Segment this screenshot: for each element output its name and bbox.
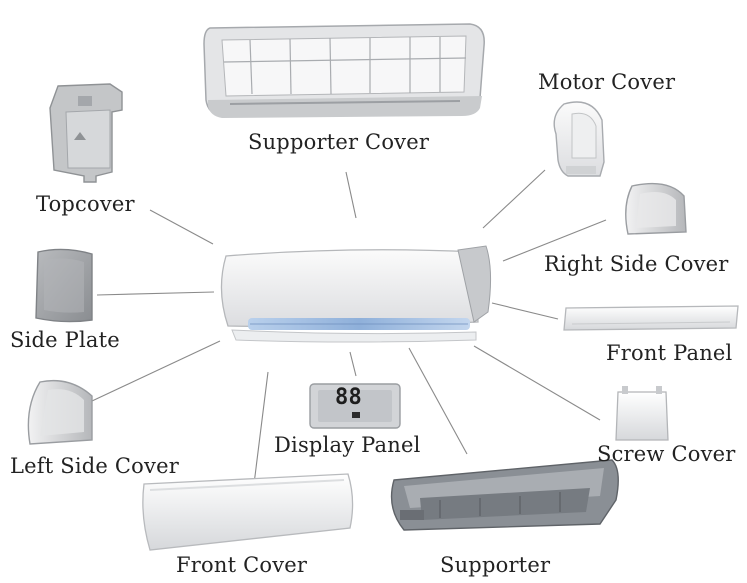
indoor-unit-assembly [220,245,492,343]
label-motor-cover: Motor Cover [538,70,676,94]
label-topcover: Topcover [36,192,135,216]
supporter-cover-part [203,23,485,118]
label-left-side-cover: Left Side Cover [10,454,179,478]
display-digits: 88 [335,385,362,410]
front-panel-part [563,305,739,331]
leader-line-display-panel [349,351,357,377]
leader-line-side-plate [96,291,215,296]
label-screw-cover: Screw Cover [597,442,736,466]
leader-line-motor-cover [482,169,546,229]
leader-line-supporter-cover [345,171,357,219]
motor-cover-part [553,101,605,177]
label-supporter-cover: Supporter Cover [248,130,430,154]
label-supporter: Supporter [440,553,551,577]
display-panel-part [309,383,401,429]
label-front-cover: Front Cover [176,553,308,577]
leader-line-front-panel [491,302,559,320]
leader-line-screw-cover [473,345,601,421]
supporter-part [390,459,619,531]
front-cover-part [142,473,354,551]
leader-line-supporter [408,347,468,455]
label-right-side-cover: Right Side Cover [544,252,729,276]
right-side-cover-part [625,182,687,235]
label-front-panel: Front Panel [606,341,733,365]
leader-line-right-side-cover [502,219,607,262]
label-display-panel: Display Panel [274,433,421,457]
leader-line-topcover [149,209,214,245]
topcover-part [49,83,123,183]
left-side-cover-part [27,379,93,445]
side-plate-part [35,248,93,323]
label-side-plate: Side Plate [10,328,120,352]
leader-line-left-side-cover [91,340,221,402]
screw-cover-part [615,386,669,441]
